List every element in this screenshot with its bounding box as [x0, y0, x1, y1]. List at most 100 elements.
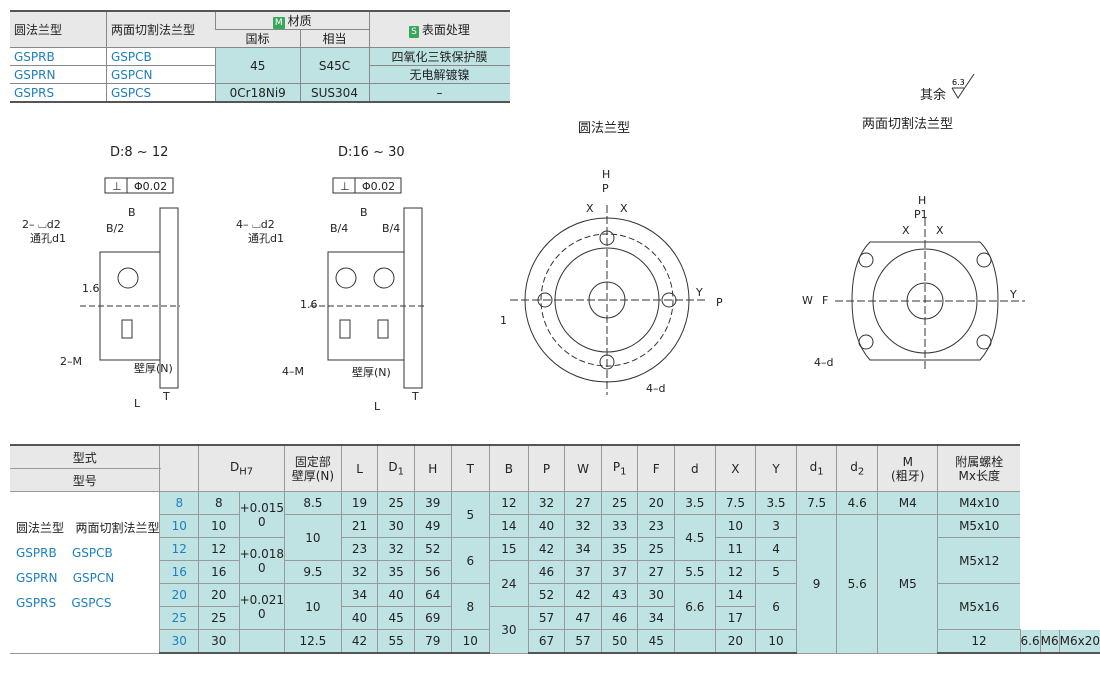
svg-text:L: L — [374, 400, 381, 413]
surface-value: 无电解镀镍 — [368, 65, 510, 84]
svg-text:1.6: 1.6 — [82, 282, 100, 295]
svg-text:通孔d1: 通孔d1 — [30, 232, 66, 245]
drawing-title-cut: 两面切割法兰型 — [862, 116, 953, 132]
material-row-round: GSPRN — [10, 65, 107, 84]
svg-text:B: B — [128, 206, 136, 219]
header-p1: P1 — [600, 444, 638, 492]
row-no: 25 — [159, 606, 199, 630]
surface-value: 四氧化三铁保护膜 — [368, 47, 510, 66]
svg-text:Φ0.02: Φ0.02 — [362, 180, 395, 193]
header-f: F — [637, 444, 675, 492]
material-guobiao: 0Cr18Ni9 — [215, 83, 300, 103]
svg-text:L: L — [134, 397, 141, 410]
surface-value: – — [368, 83, 510, 103]
drawing-title-round: 圆法兰型 — [578, 121, 630, 136]
material-row-round: GSPRB — [10, 47, 107, 66]
surface-badge-icon: S — [409, 26, 419, 38]
header-wall: 固定部壁厚(N) — [284, 444, 342, 492]
model-column: 圆法兰型 两面切割法兰型 GSPRB GSPCB GSPRN GSPCN GSP… — [10, 491, 160, 654]
header-d: d — [674, 444, 716, 492]
svg-text:壁厚(N): 壁厚(N) — [134, 361, 173, 375]
svg-text:4–d: 4–d — [814, 356, 833, 369]
row-no: 30 — [159, 629, 199, 654]
svg-text:X: X — [936, 224, 944, 237]
svg-text:X: X — [586, 202, 594, 215]
material-row-cut: GSPCN — [106, 65, 216, 84]
svg-text:⊥: ⊥ — [340, 180, 350, 193]
round-flange-view: H P X X Y P 1 4–d — [500, 168, 723, 395]
roughness-value: 6.3 — [952, 78, 965, 87]
svg-text:P1: P1 — [914, 208, 928, 221]
svg-text:1.6: 1.6 — [300, 298, 318, 311]
row-no: 16 — [159, 560, 199, 584]
svg-text:B/4: B/4 — [382, 222, 400, 235]
svg-text:4– ⌴d2: 4– ⌴d2 — [236, 218, 275, 231]
header-type: 型式 — [10, 444, 160, 469]
svg-text:X: X — [902, 224, 910, 237]
header-b: B — [489, 444, 529, 492]
material-header-round: 圆法兰型 — [10, 10, 107, 48]
svg-text:T: T — [162, 390, 170, 403]
svg-text:B/4: B/4 — [330, 222, 348, 235]
svg-text:B: B — [360, 206, 368, 219]
header-t: T — [450, 444, 490, 492]
material-badge-icon: M — [272, 17, 285, 29]
material-equiv-header: 相当 — [299, 29, 369, 48]
cut-flange-view: H P1 X X Y W F 4–d — [802, 194, 1025, 372]
svg-text:Φ0.02: Φ0.02 — [134, 180, 167, 193]
svg-text:T: T — [411, 390, 419, 403]
svg-text:2– ⌴d2: 2– ⌴d2 — [22, 218, 61, 231]
material-guobiao: 45 — [215, 47, 300, 84]
svg-text:P: P — [716, 296, 723, 309]
svg-text:B/2: B/2 — [106, 222, 124, 235]
svg-text:⊥: ⊥ — [112, 180, 122, 193]
material-row-round: GSPRS — [10, 83, 107, 103]
material-equiv: S45C — [299, 47, 369, 84]
svg-text:4–d: 4–d — [646, 382, 665, 395]
header-dh7: DH7 — [198, 444, 285, 492]
header-x: X — [714, 444, 756, 492]
svg-text:H: H — [918, 194, 926, 207]
material-guobiao-header: 国标 — [215, 29, 300, 48]
header-l: L — [340, 444, 378, 492]
header-p: P — [527, 444, 565, 492]
roughness-note: 其余 — [920, 88, 947, 103]
svg-text:Y: Y — [695, 286, 703, 299]
drawing-title-d16: D:16 ~ 30 — [338, 145, 405, 160]
roughness-symbol-icon: 6.3 — [951, 74, 975, 99]
side-view-small: ⊥ Φ0.02 2– ⌴d2 通孔d1 B B/2 2–M L T 1.6 壁厚… — [22, 177, 180, 410]
row-no: 12 — [159, 537, 199, 561]
svg-text:1: 1 — [500, 314, 507, 327]
header-w: W — [564, 444, 602, 492]
material-header-cut: 两面切割法兰型 — [106, 10, 216, 48]
svg-text:W: W — [802, 294, 813, 307]
drawing-title-d8: D:8 ~ 12 — [110, 145, 168, 160]
row-no: 8 — [159, 491, 199, 515]
technical-drawings: D:8 ~ 12 D:16 ~ 30 圆法兰型 两面切割法兰型 ⊥ Φ0.02 … — [22, 116, 1025, 413]
header-h: H — [413, 444, 452, 492]
header-d1: D1 — [377, 444, 415, 492]
svg-text:通孔d1: 通孔d1 — [248, 232, 284, 245]
svg-text:Y: Y — [1009, 288, 1017, 301]
svg-text:2–M: 2–M — [60, 355, 82, 368]
material-row-cut: GSPCS — [106, 83, 216, 103]
svg-text:4–M: 4–M — [282, 365, 304, 378]
material-row-cut: GSPCB — [106, 47, 216, 66]
material-equiv: SUS304 — [299, 83, 369, 103]
svg-text:X: X — [620, 202, 628, 215]
svg-text:H: H — [602, 168, 610, 181]
side-view-large: ⊥ Φ0.02 4– ⌴d2 通孔d1 B B/4 B/4 4–M L T 1.… — [236, 177, 424, 413]
svg-text:P: P — [602, 182, 609, 195]
header-model: 型号 — [10, 468, 160, 492]
svg-text:壁厚(N): 壁厚(N) — [352, 365, 391, 379]
header-d2: d2 — [836, 444, 878, 492]
header-m: M(粗牙) — [876, 444, 938, 492]
header-d1s: d1 — [795, 444, 837, 492]
spec-table: 型式 DH7 固定部壁厚(N) L D1 H T B P W P1 F d X … — [10, 444, 1100, 654]
svg-text:F: F — [822, 294, 828, 307]
header-y: Y — [755, 444, 797, 492]
